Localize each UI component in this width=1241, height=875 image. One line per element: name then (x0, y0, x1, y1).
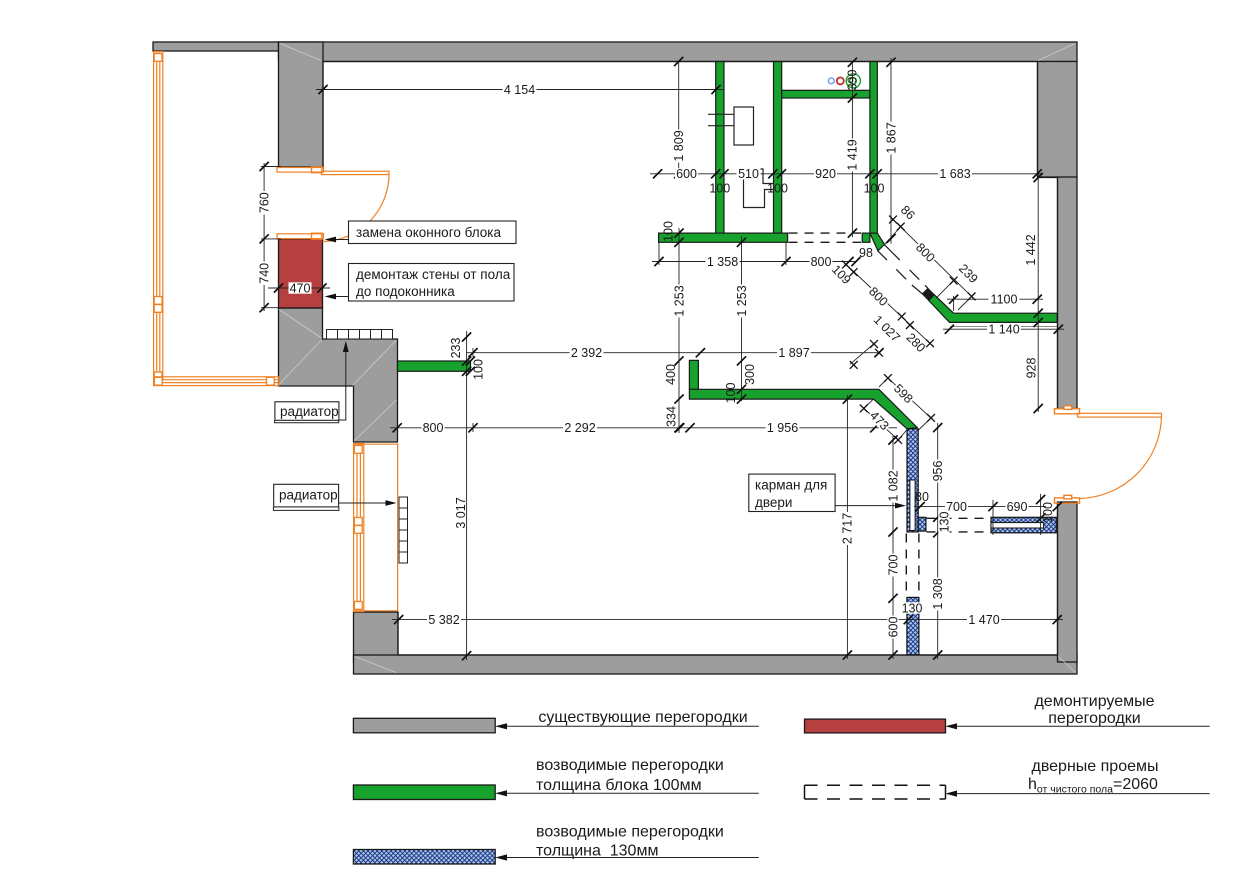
svg-text:800: 800 (866, 284, 891, 309)
svg-text:600: 600 (886, 617, 900, 638)
svg-text:100: 100 (709, 182, 730, 196)
svg-text:130: 130 (902, 601, 923, 615)
svg-text:280: 280 (903, 330, 928, 355)
svg-text:замена оконного блока: замена оконного блока (356, 225, 501, 240)
svg-text:100: 100 (1041, 502, 1055, 523)
svg-text:109: 109 (829, 262, 854, 287)
svg-text:760: 760 (257, 192, 271, 213)
svg-text:hот чистого пола=2060: hот чистого пола=2060 (1028, 776, 1158, 796)
svg-text:100: 100 (471, 359, 485, 380)
svg-text:470: 470 (290, 281, 311, 295)
svg-text:1100: 1100 (991, 293, 1018, 307)
svg-text:400: 400 (664, 364, 678, 385)
svg-text:239: 239 (956, 261, 981, 286)
svg-text:130: 130 (937, 512, 951, 533)
svg-text:1 140: 1 140 (988, 323, 1019, 337)
svg-text:100: 100 (724, 383, 738, 404)
svg-text:928: 928 (1024, 358, 1038, 379)
svg-text:1 082: 1 082 (886, 470, 900, 501)
svg-text:1 419: 1 419 (846, 139, 860, 170)
svg-text:1 897: 1 897 (778, 346, 809, 360)
svg-text:1 867: 1 867 (884, 122, 898, 153)
svg-text:100: 100 (864, 182, 885, 196)
svg-text:86: 86 (898, 203, 918, 223)
svg-text:1 027: 1 027 (871, 313, 903, 345)
svg-text:334: 334 (664, 406, 678, 427)
svg-text:598: 598 (891, 381, 916, 406)
svg-text:существующие перегородки: существующие перегородки (538, 709, 747, 726)
svg-text:1 358: 1 358 (707, 255, 738, 269)
svg-text:1 253: 1 253 (672, 285, 686, 316)
svg-text:4 154: 4 154 (504, 83, 535, 97)
svg-text:510: 510 (738, 167, 759, 181)
svg-text:800: 800 (423, 421, 444, 435)
svg-text:740: 740 (257, 263, 271, 284)
svg-text:100: 100 (767, 182, 788, 196)
svg-text:100: 100 (661, 221, 675, 242)
svg-text:80: 80 (915, 490, 929, 504)
svg-text:карман для: карман для (755, 478, 827, 493)
svg-text:5 382: 5 382 (428, 613, 459, 627)
svg-text:2 717: 2 717 (841, 513, 855, 544)
svg-text:возводимые перегородки: возводимые перегородки (536, 757, 724, 774)
svg-text:дверные проемы: дверные проемы (1032, 758, 1159, 775)
svg-text:700: 700 (946, 500, 967, 514)
svg-text:1 253: 1 253 (735, 285, 749, 316)
svg-text:800: 800 (913, 240, 938, 265)
svg-text:радиатор: радиатор (280, 404, 339, 419)
svg-text:1 683: 1 683 (939, 167, 970, 181)
svg-text:до подоконника: до подоконника (356, 284, 455, 299)
svg-text:толщина блока 100мм: толщина блока 100мм (536, 777, 702, 794)
svg-text:2 292: 2 292 (564, 421, 595, 435)
svg-text:800: 800 (811, 255, 832, 269)
svg-text:1 809: 1 809 (672, 130, 686, 161)
svg-text:3 017: 3 017 (454, 497, 468, 528)
svg-text:демонтируемые: демонтируемые (1034, 693, 1154, 710)
svg-text:600: 600 (676, 167, 697, 181)
svg-text:920: 920 (815, 167, 836, 181)
svg-text:390: 390 (846, 70, 860, 91)
svg-text:956: 956 (931, 461, 945, 482)
svg-text:300: 300 (743, 364, 757, 385)
svg-text:233: 233 (449, 338, 463, 359)
svg-text:двери: двери (755, 495, 792, 510)
svg-text:2 392: 2 392 (571, 346, 602, 360)
svg-text:радиатор: радиатор (279, 488, 338, 503)
svg-text:1 308: 1 308 (931, 578, 945, 609)
svg-text:демонтаж стены от пола: демонтаж стены от пола (356, 267, 511, 282)
svg-text:перегородки: перегородки (1048, 710, 1140, 727)
svg-text:1 470: 1 470 (968, 613, 999, 627)
svg-text:1 442: 1 442 (1024, 234, 1038, 265)
svg-text:690: 690 (1007, 500, 1028, 514)
svg-text:толщина 130мм: толщина 130мм (536, 843, 658, 860)
svg-text:700: 700 (886, 555, 900, 576)
svg-text:возводимые перегородки: возводимые перегородки (536, 824, 724, 841)
svg-text:1 956: 1 956 (767, 421, 798, 435)
svg-text:98: 98 (859, 246, 873, 260)
